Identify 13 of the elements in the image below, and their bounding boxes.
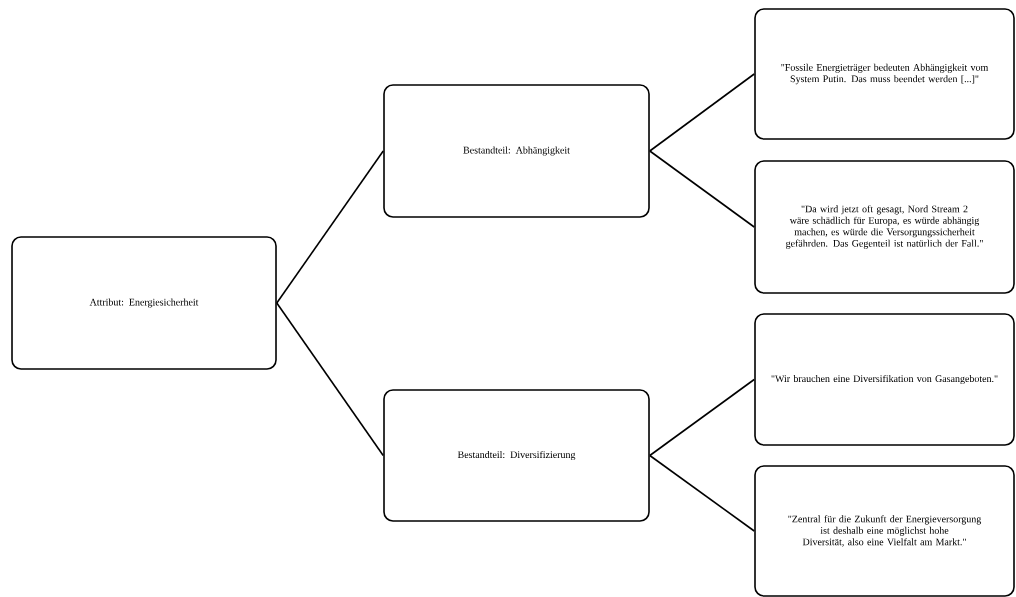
concept-box: Bestandteil: Diversifizierung bbox=[383, 389, 650, 522]
connector-line bbox=[649, 73, 755, 152]
connector-line bbox=[649, 150, 755, 228]
concept-box: Attribut: Energiesicherheit bbox=[11, 236, 277, 370]
connector-line bbox=[649, 378, 755, 457]
connector-line bbox=[276, 302, 384, 457]
quote-box: "Da wird jetzt oft gesagt, Nord Stream 2 wäre schädlich für Europa, es würde abhängig machen, es würde die Versorgungssicherheit gefährden. Das Gegenteil ist natürlich der Fall." bbox=[754, 160, 1015, 294]
quote-box: "Fossile Energieträger bedeuten Abhängigkeit vom System Putin. Das muss beendet werden [...]" bbox=[754, 8, 1015, 140]
quote-box: "Wir brauchen eine Diversifikation von Gasangeboten." bbox=[754, 313, 1015, 446]
concept-box: Bestandteil: Abhängigkeit bbox=[383, 84, 650, 218]
connector-line bbox=[649, 454, 755, 532]
connector-line bbox=[276, 150, 384, 304]
quote-box: "Zentral für die Zukunft der Energieversorgung ist deshalb eine möglichst hohe Diversität, also eine Vielfalt am Markt." bbox=[754, 465, 1015, 597]
